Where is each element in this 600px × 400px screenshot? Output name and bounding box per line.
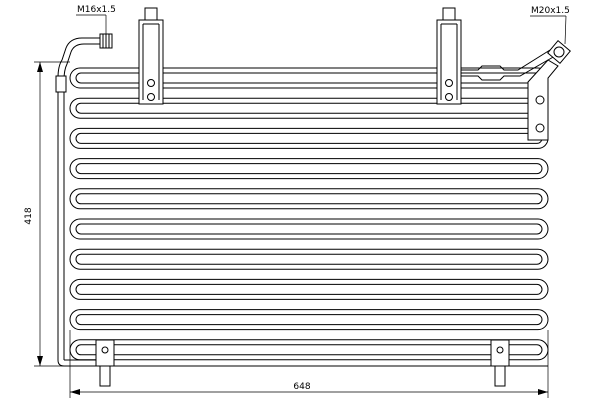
- inlet-thread-label: M16x1.5: [77, 5, 116, 15]
- inlet-pipe: M16x1.5: [55, 5, 116, 360]
- bolt-icon: [147, 93, 155, 101]
- outlet-pipe-lower: [461, 55, 556, 81]
- bottom-pipe: [57, 359, 548, 367]
- tube-pass-inner: [75, 283, 543, 295]
- inlet-pipe-collar: [55, 75, 67, 93]
- height-arrow-top: [37, 62, 43, 72]
- tube-pass-inner: [75, 344, 543, 356]
- bolt-icon: [496, 346, 504, 354]
- tube-pass-inner: [75, 132, 543, 144]
- tube-pass-inner: [75, 223, 543, 235]
- bolt-icon: [445, 79, 453, 87]
- width-arrow-left: [70, 389, 80, 395]
- bottom-left-foot-pin: [99, 365, 111, 387]
- bolt-icon: [101, 346, 109, 354]
- tube-pass-inner: [75, 102, 543, 114]
- outlet-pipe-upper: [461, 49, 551, 71]
- bottom-right-foot: [490, 339, 510, 387]
- bolt-icon: [445, 93, 453, 101]
- tube-pass-inner: [75, 163, 543, 175]
- tube-pass-inner: [75, 314, 543, 326]
- bolt-icon: [147, 79, 155, 87]
- bottom-right-foot-pin: [494, 365, 506, 387]
- outlet-thread-leader: [564, 15, 567, 45]
- height-dimension-label: 418: [24, 207, 34, 224]
- tube-pass-inner: [75, 193, 543, 205]
- bolt-icon: [535, 123, 545, 133]
- bottom-pipe-outer: [57, 359, 548, 367]
- top-left-bracket: [138, 7, 164, 105]
- width-arrow-right: [538, 389, 548, 395]
- top-right-bracket: [436, 7, 462, 105]
- inlet-pipe-outer: [57, 37, 100, 360]
- bottom-left-foot: [95, 339, 115, 387]
- width-dimension: 648: [69, 330, 549, 398]
- bolt-icon: [535, 95, 545, 105]
- height-arrow-bottom: [37, 356, 43, 366]
- outlet-fitting: M20x1.5: [461, 6, 571, 141]
- width-dimension-label: 648: [293, 382, 310, 392]
- tube-pass-inner: [75, 253, 543, 265]
- outlet-fitting-bore: [553, 46, 565, 58]
- outlet-thread-label: M20x1.5: [531, 6, 570, 16]
- condenser-core: [69, 67, 549, 361]
